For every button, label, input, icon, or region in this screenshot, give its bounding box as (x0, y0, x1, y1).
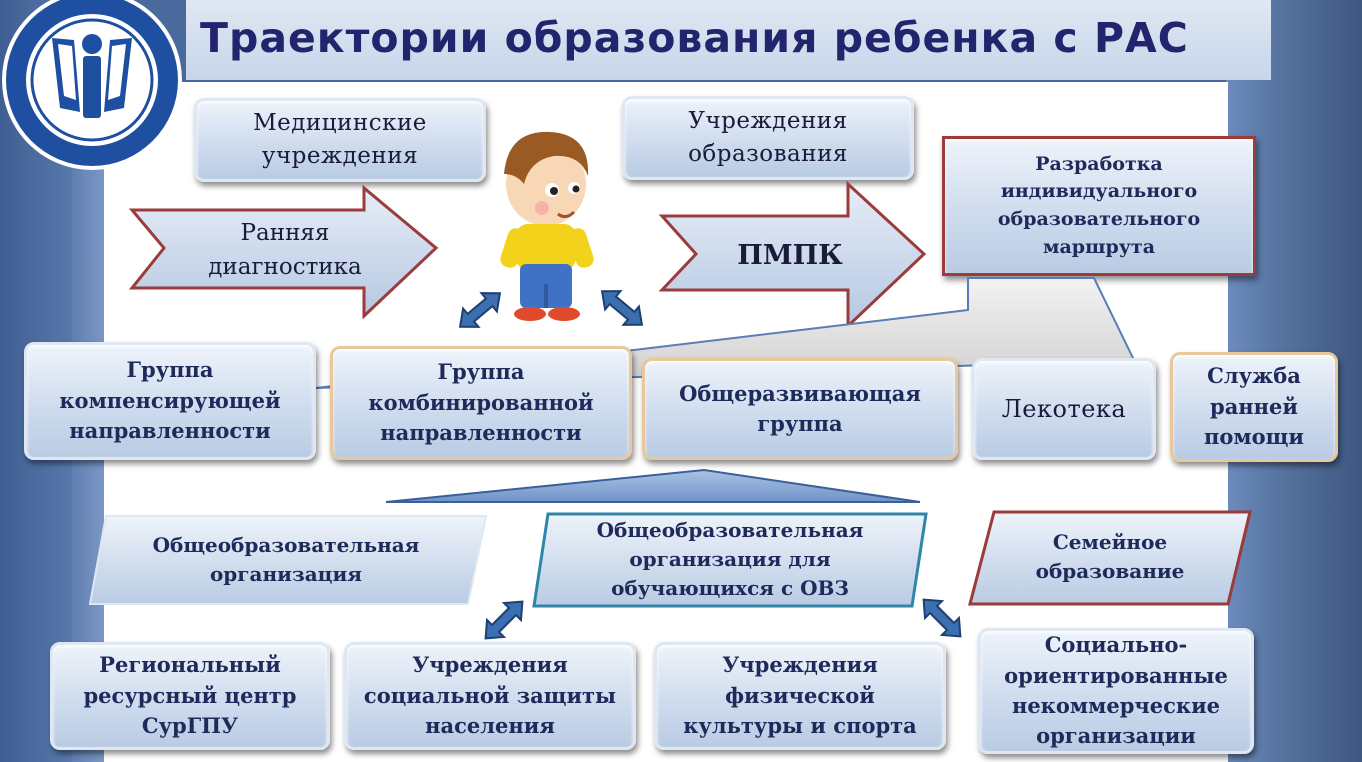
child-illustration (500, 131, 594, 321)
logo-icon (2, 0, 182, 170)
regional-resource-center-box: Региональный ресурсный центр СурГПУ (50, 642, 330, 750)
sports-institutions-box: Учреждения физической культуры и спорта (654, 642, 946, 750)
group-compensatory-box: Группа компенсирующей направленности (24, 342, 316, 460)
school-general-label: Общеобразовательная организация (152, 533, 420, 586)
double-arrow-bottom-left-icon (484, 600, 524, 640)
early-diagnostics-label: Ранняя диагностика (208, 219, 362, 281)
pmpk-label: ПМПК (737, 239, 843, 271)
school-general-box: Общеобразовательная организация (96, 516, 476, 604)
title-bar (186, 0, 1271, 80)
double-arrow-bottom-right-icon (922, 598, 962, 638)
school-ovz-shape (532, 512, 928, 608)
group-combined-box: Группа комбинированной направленности (330, 346, 632, 460)
education-institutions-box: Учреждения образования (622, 96, 914, 180)
triangle-separator (385, 468, 921, 503)
medical-institutions-box: Медицинские учреждения (194, 98, 486, 182)
nonprofit-organizations-box: Социально- ориентированные некоммерчески… (978, 628, 1254, 754)
group-general-box: Общеразвивающая группа (642, 358, 958, 460)
family-education-label: Семейное образование (1035, 530, 1185, 583)
lekoteka-box: Лекотека (972, 358, 1156, 460)
family-education-box: Семейное образование (980, 512, 1240, 602)
school-ovz-label: Общеобразовательная организация для обуч… (596, 517, 864, 600)
school-general-shape (88, 515, 488, 605)
social-protection-box: Учреждения социальной защиты населения (344, 642, 636, 750)
early-help-service-box: Служба ранней помощи (1170, 352, 1338, 462)
page-title: Траектории образования ребенка с РАС (200, 14, 1189, 62)
double-arrow-left-icon (458, 292, 502, 328)
family-education-shape (968, 510, 1252, 606)
school-ovz-box: Общеобразовательная организация для обуч… (540, 512, 920, 606)
double-arrow-right-icon (600, 290, 644, 326)
individual-route-box: Разработка индивидуального образовательн… (942, 136, 1256, 276)
